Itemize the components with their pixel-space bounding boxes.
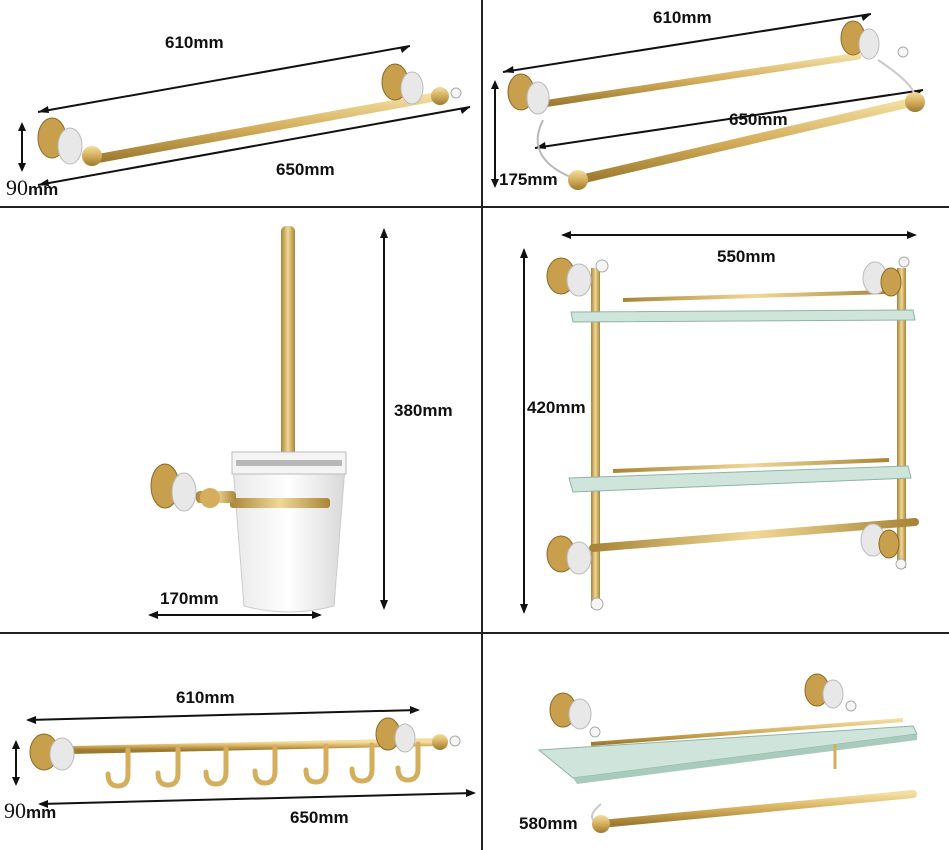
- grid-divider-row1: [0, 206, 949, 208]
- glass-shelf-width-label: 580mm: [519, 814, 578, 833]
- single-bar-length-label: 650mm: [276, 160, 335, 179]
- double-bar-length-label: 650mm: [729, 110, 788, 129]
- single-bar-depth-label: 90mm: [6, 175, 59, 200]
- grid-divider-row2: [0, 632, 949, 634]
- hook-rail-width-label: 610mm: [176, 688, 235, 707]
- double-bar-width-label: 610mm: [653, 8, 712, 27]
- panel-double-towel-bar: 610mm 650mm 175mm: [483, 0, 949, 206]
- double-towel-bar-image: [491, 13, 925, 190]
- toilet-brush-image: [148, 226, 388, 619]
- double-shelf-image: [520, 231, 919, 614]
- hook-rail-length-label: 650mm: [290, 808, 349, 827]
- single-towel-bar-image: [18, 45, 471, 186]
- brush-height-label: 380mm: [394, 401, 453, 420]
- hook-rail-depth-label: 90mm: [4, 798, 57, 823]
- brush-width-label: 170mm: [160, 589, 219, 608]
- robe-hook-rail-image: [12, 706, 476, 808]
- single-bar-width-label: 610mm: [165, 33, 224, 52]
- panel-double-shelf: 550mm 420mm: [483, 208, 949, 632]
- grid-divider-vertical: [481, 0, 483, 850]
- shelf-height-label: 420mm: [527, 398, 586, 417]
- panel-glass-shelf: 580mm: [483, 634, 949, 850]
- panel-single-towel-bar: 610mm 650mm 90mm: [0, 0, 481, 206]
- glass-shelf-image: [537, 673, 918, 833]
- shelf-width-label: 550mm: [717, 247, 776, 266]
- double-bar-depth-label: 175mm: [499, 170, 558, 189]
- panel-robe-hook-rail: 610mm 650mm 90mm: [0, 634, 481, 850]
- panel-toilet-brush: 380mm 170mm: [0, 208, 481, 632]
